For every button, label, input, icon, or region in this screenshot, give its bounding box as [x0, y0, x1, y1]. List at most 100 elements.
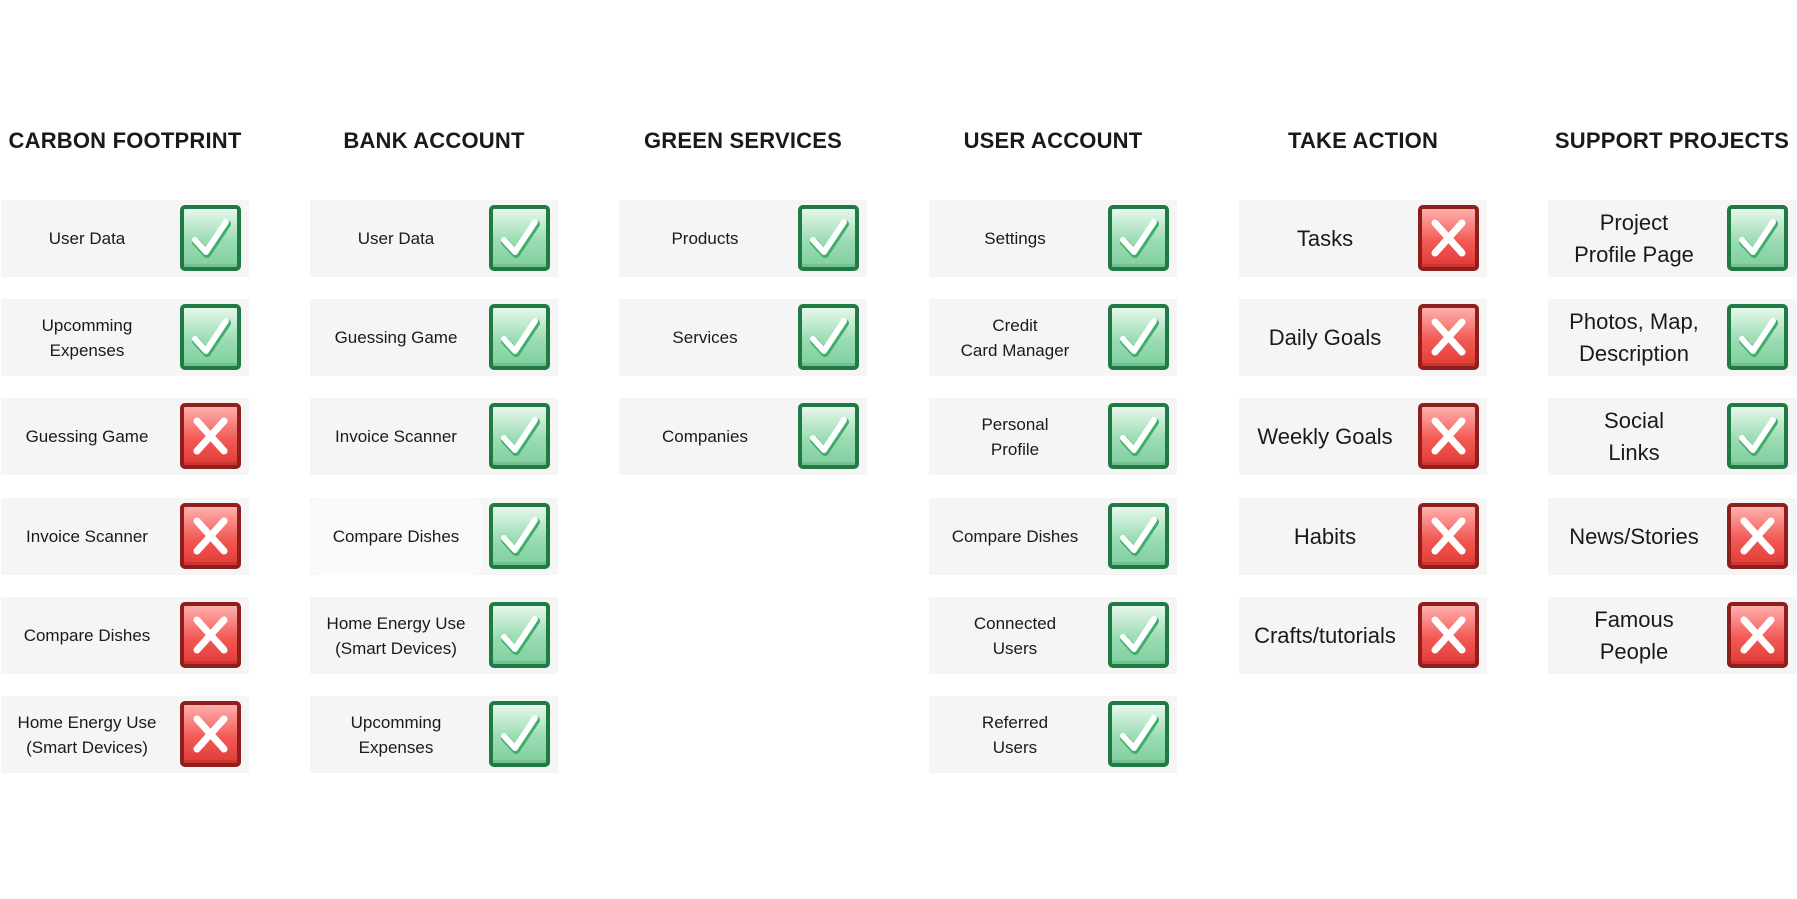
feature-row: Habits — [1239, 498, 1487, 575]
cross-mark-icon — [180, 701, 241, 767]
check-mark-icon — [1108, 701, 1169, 767]
feature-label: Tasks — [1296, 225, 1354, 251]
feature-row: User Data — [310, 200, 558, 277]
check-mark-icon — [1727, 205, 1788, 271]
feature-row: News/Stories — [1548, 498, 1796, 575]
check-mark-icon — [1727, 403, 1788, 469]
cross-mark-icon — [180, 403, 241, 469]
feature-row: Compare Dishes — [1, 597, 249, 674]
cross-mark-icon — [180, 602, 241, 668]
feature-row: User Data — [1, 200, 249, 277]
check-mark-icon — [180, 205, 241, 271]
feature-label: Upcomming Expenses — [350, 712, 442, 757]
column-title: BANK ACCOUNT — [343, 128, 525, 153]
cross-mark-icon — [1418, 205, 1479, 271]
feature-row: Invoice Scanner — [310, 398, 558, 475]
check-mark-icon — [180, 304, 241, 370]
column-title: SUPPORT PROJECTS — [1554, 128, 1790, 153]
check-mark-icon — [489, 503, 550, 569]
feature-label: Social Links — [1604, 407, 1664, 465]
feature-row: Invoice Scanner — [1, 498, 249, 575]
feature-label: Weekly Goals — [1257, 423, 1393, 449]
check-mark-icon — [1108, 602, 1169, 668]
feature-label: Settings — [984, 229, 1046, 248]
check-mark-icon — [1108, 205, 1169, 271]
feature-label: Project Profile Page — [1574, 209, 1694, 267]
feature-label: Photos, Map, Description — [1569, 308, 1699, 366]
feature-row: Home Energy Use (Smart Devices) — [310, 597, 558, 674]
column-title: TAKE ACTION — [1287, 128, 1439, 153]
check-mark-icon — [1108, 403, 1169, 469]
feature-row: Companies — [619, 398, 867, 475]
cross-mark-icon — [1418, 503, 1479, 569]
column-title: USER ACCOUNT — [963, 128, 1143, 153]
cross-mark-icon — [1418, 304, 1479, 370]
feature-label: Personal Profile — [981, 414, 1049, 459]
feature-label: Crafts/tutorials — [1254, 622, 1396, 648]
cross-mark-icon — [1418, 602, 1479, 668]
column-title: CARBON FOOTPRINT — [8, 128, 242, 153]
feature-label: Upcomming Expenses — [41, 315, 133, 360]
cross-mark-icon — [180, 503, 241, 569]
feature-row: Connected Users — [929, 597, 1177, 674]
feature-row: Guessing Game — [310, 299, 558, 376]
feature-label: Compare Dishes — [310, 498, 482, 575]
feature-label: Connected Users — [973, 613, 1057, 658]
feature-label: User Data — [48, 229, 126, 248]
feature-row: Crafts/tutorials — [1239, 597, 1487, 674]
check-mark-icon — [1108, 304, 1169, 370]
feature-row: Guessing Game — [1, 398, 249, 475]
feature-row: Referred Users — [929, 696, 1177, 773]
feature-label: Compare Dishes — [23, 626, 151, 645]
cross-mark-icon — [1418, 403, 1479, 469]
check-mark-icon — [489, 602, 550, 668]
feature-label: Guessing Game — [25, 427, 149, 446]
feature-label: Famous People — [1594, 606, 1674, 664]
feature-row: Social Links — [1548, 398, 1796, 475]
check-mark-icon — [1727, 304, 1788, 370]
check-mark-icon — [489, 403, 550, 469]
feature-label: User Data — [357, 229, 435, 248]
feature-row: Settings — [929, 200, 1177, 277]
feature-row: Personal Profile — [929, 398, 1177, 475]
feature-label: Daily Goals — [1268, 324, 1382, 350]
feature-label: Invoice Scanner — [26, 527, 148, 546]
cross-mark-icon — [1727, 602, 1788, 668]
feature-row: Famous People — [1548, 597, 1796, 674]
cross-mark-icon — [1727, 503, 1788, 569]
feature-row: Products — [619, 200, 867, 277]
feature-row: Daily Goals — [1239, 299, 1487, 376]
feature-row: Compare Dishes — [929, 498, 1177, 575]
check-mark-icon — [798, 205, 859, 271]
feature-label: Companies — [662, 427, 748, 446]
feature-label: Home Energy Use (Smart Devices) — [17, 712, 157, 757]
feature-row: Photos, Map, Description — [1548, 299, 1796, 376]
feature-label: Habits — [1293, 523, 1357, 549]
feature-row: Weekly Goals — [1239, 398, 1487, 475]
feature-label: Compare Dishes — [951, 527, 1079, 546]
feature-label: Services — [672, 328, 738, 347]
feature-label: Invoice Scanner — [335, 427, 457, 446]
check-mark-icon — [489, 205, 550, 271]
feature-row: Project Profile Page — [1548, 200, 1796, 277]
feature-row: Home Energy Use (Smart Devices) — [1, 696, 249, 773]
check-mark-icon — [798, 403, 859, 469]
check-mark-icon — [489, 304, 550, 370]
feature-label: Home Energy Use (Smart Devices) — [326, 613, 466, 658]
check-mark-icon — [798, 304, 859, 370]
feature-row: Compare Dishes — [310, 498, 558, 575]
feature-label: Products — [671, 229, 739, 248]
feature-row: Credit Card Manager — [929, 299, 1177, 376]
feature-row: Services — [619, 299, 867, 376]
feature-label: Guessing Game — [334, 328, 458, 347]
feature-row: Tasks — [1239, 200, 1487, 277]
feature-row: Upcomming Expenses — [1, 299, 249, 376]
feature-label: News/Stories — [1569, 523, 1699, 549]
feature-label: Credit Card Manager — [960, 315, 1070, 360]
feature-label: Referred Users — [981, 712, 1049, 757]
feature-row: Upcomming Expenses — [310, 696, 558, 773]
check-mark-icon — [489, 701, 550, 767]
check-mark-icon — [1108, 503, 1169, 569]
column-title: GREEN SERVICES — [643, 128, 842, 153]
